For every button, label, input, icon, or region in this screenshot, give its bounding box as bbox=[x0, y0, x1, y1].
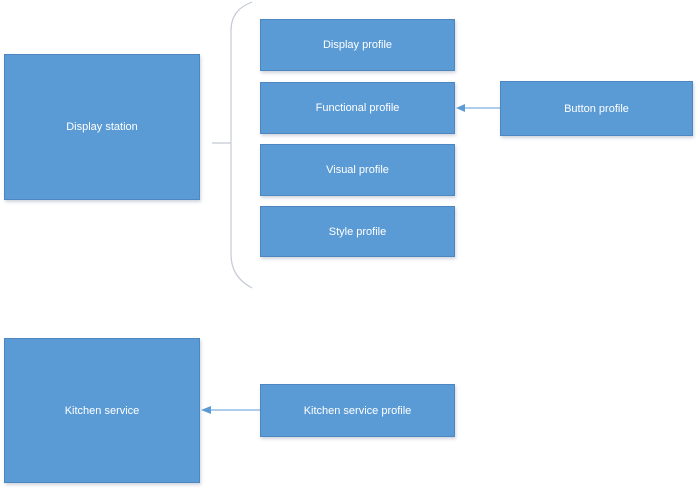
node-button-profile: Button profile bbox=[500, 81, 693, 136]
arrow-profile-to-kitchen-service bbox=[201, 406, 260, 414]
arrow-button-to-functional bbox=[456, 104, 500, 112]
node-functional-profile: Functional profile bbox=[260, 82, 455, 134]
node-display-profile: Display profile bbox=[260, 19, 455, 71]
node-visual-profile: Visual profile bbox=[260, 144, 455, 196]
node-kitchen-service-profile: Kitchen service profile bbox=[260, 384, 455, 437]
node-kitchen-service: Kitchen service bbox=[4, 338, 200, 483]
node-style-profile: Style profile bbox=[260, 206, 455, 257]
brace-connector bbox=[212, 1, 253, 289]
node-display-station: Display station bbox=[4, 54, 200, 200]
